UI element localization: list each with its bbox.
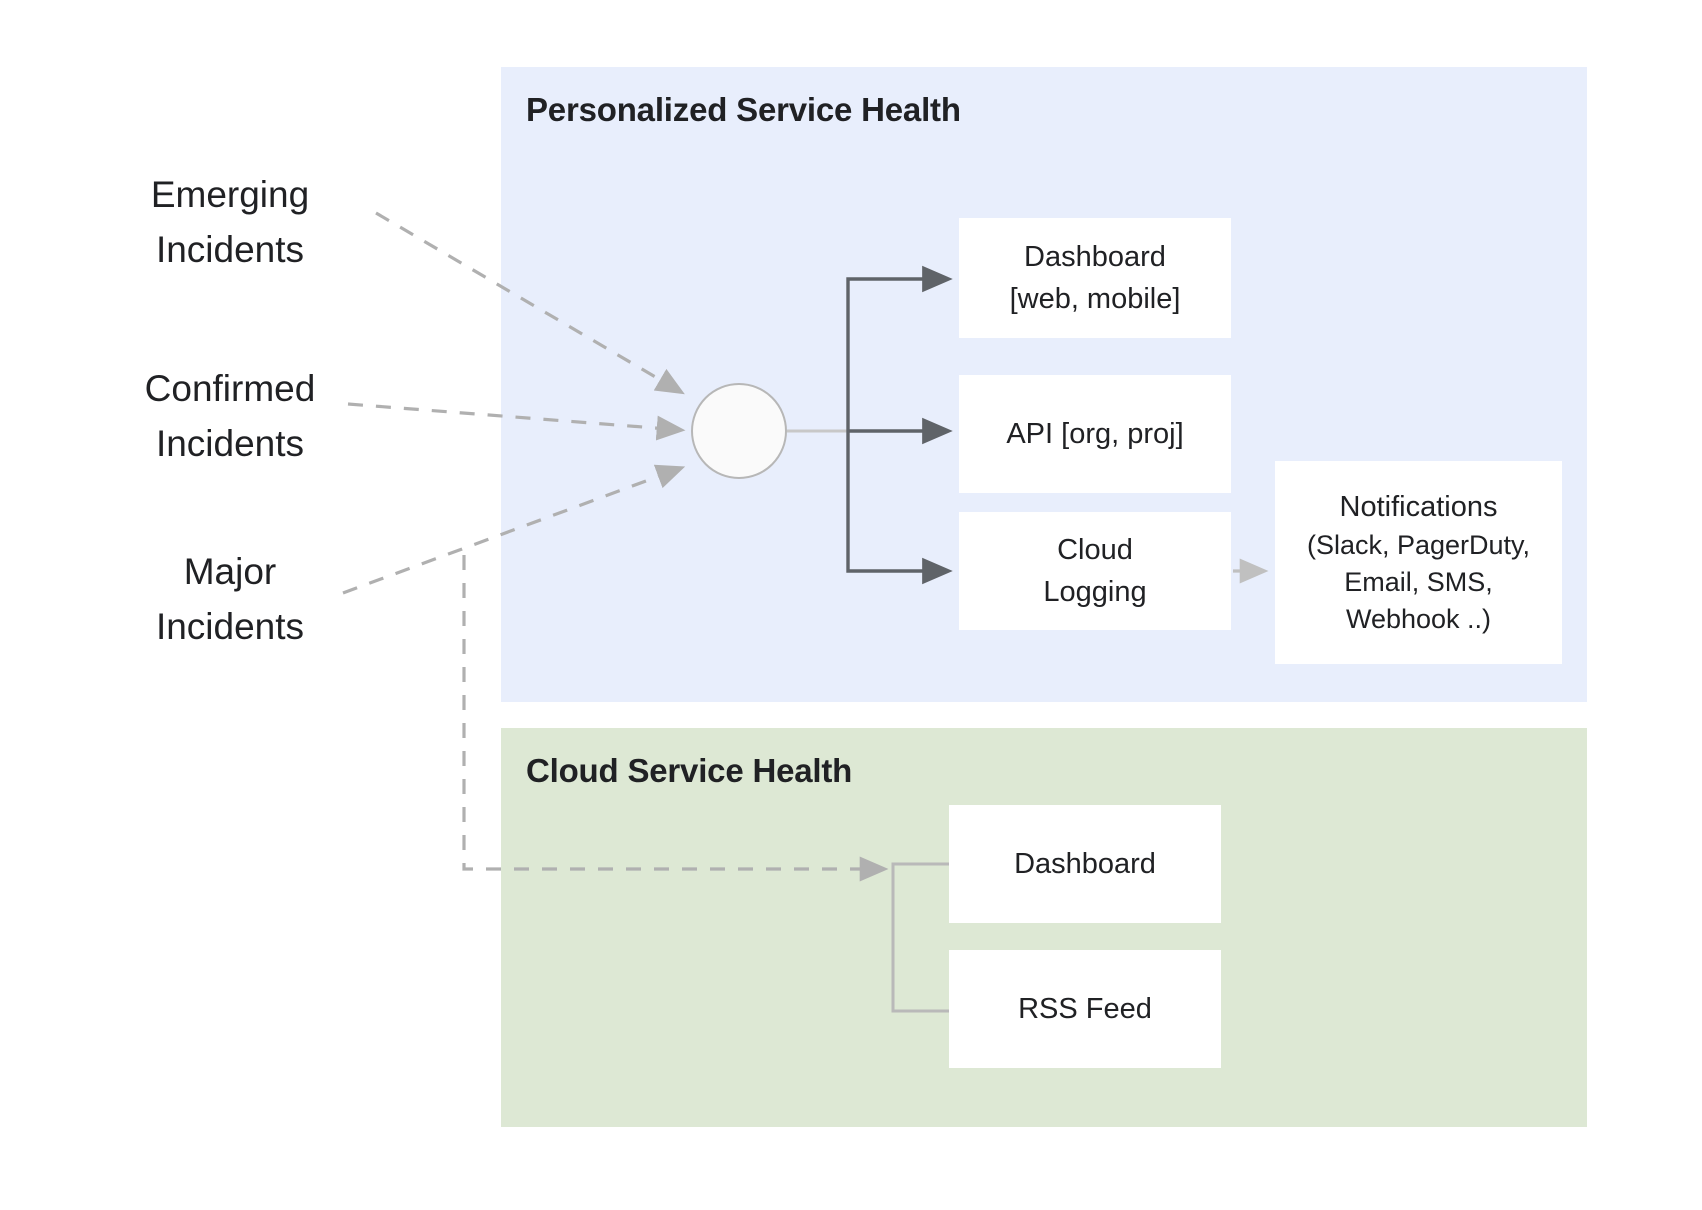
input-label-line2: Incidents [155,605,305,647]
node-api-org-proj[interactable]: API [org, proj] [959,375,1231,493]
node-label-line1: Cloud [1057,533,1133,566]
input-label-major-incidents: Major Incidents [80,545,380,655]
input-label-emerging-incidents: Emerging Incidents [80,168,380,278]
panel-title-personalized-service-health: Personalized Service Health [526,91,961,128]
hub-node [691,383,787,479]
input-label-line1: Emerging [150,174,310,215]
node-cloud-logging[interactable]: Cloud Logging [959,512,1231,630]
node-label-line1: Notifications [1339,490,1498,523]
node-label-line1: RSS Feed [1018,992,1152,1025]
input-label-line2: Incidents [155,228,305,270]
node-label-line2: (Slack, PagerDuty, [1306,529,1531,560]
node-label-line1: Dashboard [1024,240,1166,273]
node-label-line3: Email, SMS, [1344,566,1493,597]
input-label-line1: Major [183,551,277,592]
node-label-line4: Webhook ..) [1345,604,1492,635]
node-dashboard[interactable]: Dashboard [949,805,1221,923]
node-notifications[interactable]: Notifications (Slack, PagerDuty, Email, … [1275,461,1562,664]
panel-title-cloud-service-health: Cloud Service Health [526,752,853,789]
node-rss-feed[interactable]: RSS Feed [949,950,1221,1068]
input-label-line2: Incidents [155,422,305,464]
node-label-line1: Dashboard [1014,847,1156,880]
node-label-line1: API [org, proj] [1006,417,1184,450]
node-label-line2: Logging [1043,576,1147,608]
node-label-line2: [web, mobile] [1009,283,1181,315]
node-dashboard-web-mobile[interactable]: Dashboard [web, mobile] [959,218,1231,338]
input-label-confirmed-incidents: Confirmed Incidents [80,362,380,472]
input-label-line1: Confirmed [144,368,316,409]
